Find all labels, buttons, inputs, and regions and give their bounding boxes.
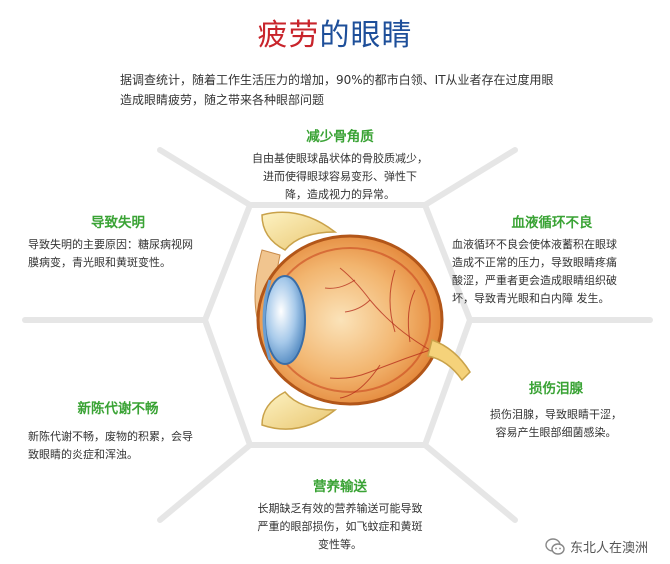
title-part-red: 疲劳	[257, 18, 320, 53]
panel-heading: 损伤泪腺	[529, 381, 583, 397]
panel-reduce-bone-keratin: 减少骨角质 自由基使眼球晶状体的骨胶质减少， 进而使得眼球容易变形、弹性下 降，…	[220, 128, 460, 204]
panel-text: 新陈代谢不畅，废物的积累，会导 致眼睛的炎症和浑浊。	[28, 430, 193, 461]
panel-heading: 血液循环不良	[511, 215, 593, 231]
panel-text: 血液循环不良会使体液蓄积在眼球 造成不正常的压力，导致眼睛疼痛 酸涩，严重者更会…	[452, 238, 617, 305]
intro-text: 据调查统计，随着工作生活压力的增加，90%的都市白领、IT从业者存在过度用眼 造…	[120, 70, 560, 110]
page-title: 疲劳的眼睛	[0, 16, 670, 56]
intro-line-2: 造成眼睛疲劳，随之带来各种眼部问题	[120, 93, 325, 107]
panel-poor-circulation: 血液循环不良 血液循环不良会使体液蓄积在眼球 造成不正常的压力，导致眼睛疼痛 酸…	[452, 214, 652, 308]
panel-text: 损伤泪腺，导致眼睛干涩， 容易产生眼部细菌感染。	[490, 408, 622, 439]
panel-heading: 导致失明	[91, 215, 145, 231]
panel-poor-metabolism: 新陈代谢不畅 新陈代谢不畅，废物的积累，会导 致眼睛的炎症和浑浊。	[28, 400, 228, 464]
watermark-text: 东北人在澳洲	[569, 541, 648, 556]
eye-cross-section	[254, 211, 471, 430]
watermark: 东北人在澳洲	[545, 537, 648, 556]
panel-blindness: 导致失明 导致失明的主要原因：糖尿病视网 膜病变，青光眼和黄斑变性。	[28, 214, 228, 272]
wechat-account-icon	[545, 537, 565, 555]
panel-text: 自由基使眼球晶状体的骨胶质减少， 进而使得眼球容易变形、弹性下 降，造成视力的异…	[252, 152, 428, 201]
panel-nutrient-delivery: 营养输送 长期缺乏有效的营养输送可能导致 严重的眼部损伤，如飞蚊症和黄斑 变性等…	[225, 478, 455, 554]
panel-text: 导致失明的主要原因：糖尿病视网 膜病变，青光眼和黄斑变性。	[28, 238, 193, 269]
panel-heading: 营养输送	[313, 479, 367, 495]
panel-heading: 新陈代谢不畅	[77, 401, 159, 417]
hexagon-dividers	[22, 147, 653, 523]
panel-heading: 减少骨角质	[306, 129, 374, 145]
title-part-blue: 的眼睛	[319, 18, 413, 53]
panel-tear-gland-damage: 损伤泪腺 损伤泪腺，导致眼睛干涩， 容易产生眼部细菌感染。	[466, 380, 646, 442]
intro-line-1: 据调查统计，随着工作生活压力的增加，90%的都市白领、IT从业者存在过度用眼	[120, 73, 554, 87]
panel-text: 长期缺乏有效的营养输送可能导致 严重的眼部损伤，如飞蚊症和黄斑 变性等。	[257, 502, 423, 551]
